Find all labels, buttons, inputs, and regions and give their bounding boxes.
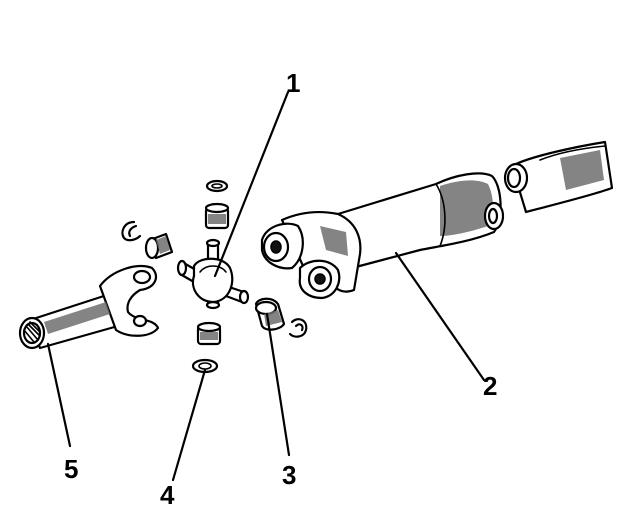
snap-ring-left [121,220,142,242]
leader-line-3 [265,312,291,457]
universal-joint-cross [176,238,250,310]
callout-1: 1 [286,68,301,98]
leader-line-1 [213,90,290,278]
leader-line-4 [171,368,207,482]
leader-line-2 [394,251,486,382]
snap-ring-bottom [191,358,219,374]
callout-5: 5 [64,454,79,484]
callout-2: 2 [483,371,498,401]
callout-3: 3 [282,460,297,490]
bearing-cap-bottom [196,321,222,346]
bearing-cap-left [144,232,174,260]
snap-ring-right [288,318,308,338]
shaft-weld-yoke [260,210,362,300]
bearing-cap-right [254,297,286,331]
leader-line-5 [46,342,72,448]
snap-ring-top [205,179,229,193]
leader-lines [46,90,486,482]
propeller-shaft [336,172,505,270]
bearing-cap-top [204,202,230,230]
front-shaft-section [503,140,614,214]
slip-yoke [18,264,160,350]
callout-4: 4 [160,480,175,510]
